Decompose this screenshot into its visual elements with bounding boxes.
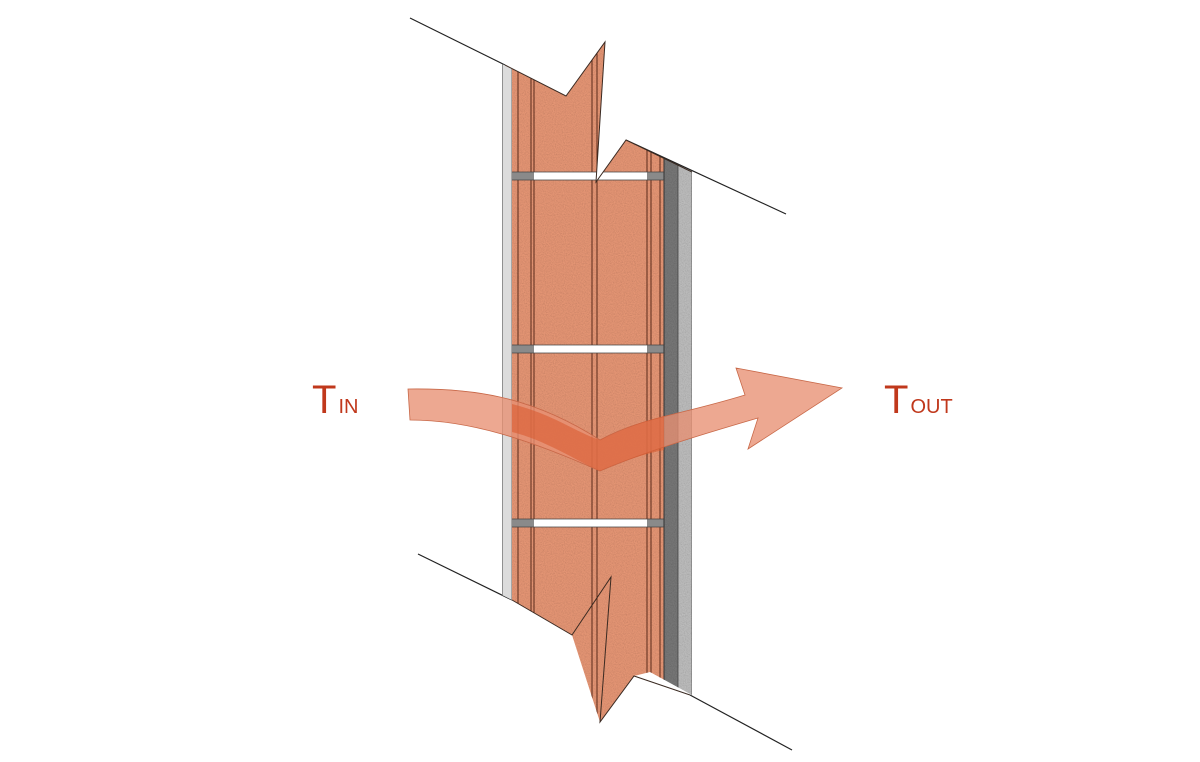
top-break-outline <box>504 40 693 184</box>
bottom-break-outline <box>511 575 691 724</box>
section-line-bottom-left <box>417 553 513 601</box>
label-t-in-main: T <box>312 378 337 422</box>
label-t-out-main: T <box>884 378 909 422</box>
section-line-bottom-right <box>689 694 793 751</box>
brick-layer <box>512 42 664 722</box>
mortar-joints <box>512 171 664 528</box>
section-line-top-right <box>625 139 787 215</box>
render-light-layer <box>678 42 692 722</box>
section-line-top-left <box>409 17 506 66</box>
label-t-out-sub: OUT <box>910 396 953 418</box>
heat-flow-arrow <box>407 367 844 472</box>
render-dark-layer <box>664 42 678 722</box>
plaster-layer <box>502 42 512 722</box>
label-t-in-sub: IN <box>338 396 359 418</box>
